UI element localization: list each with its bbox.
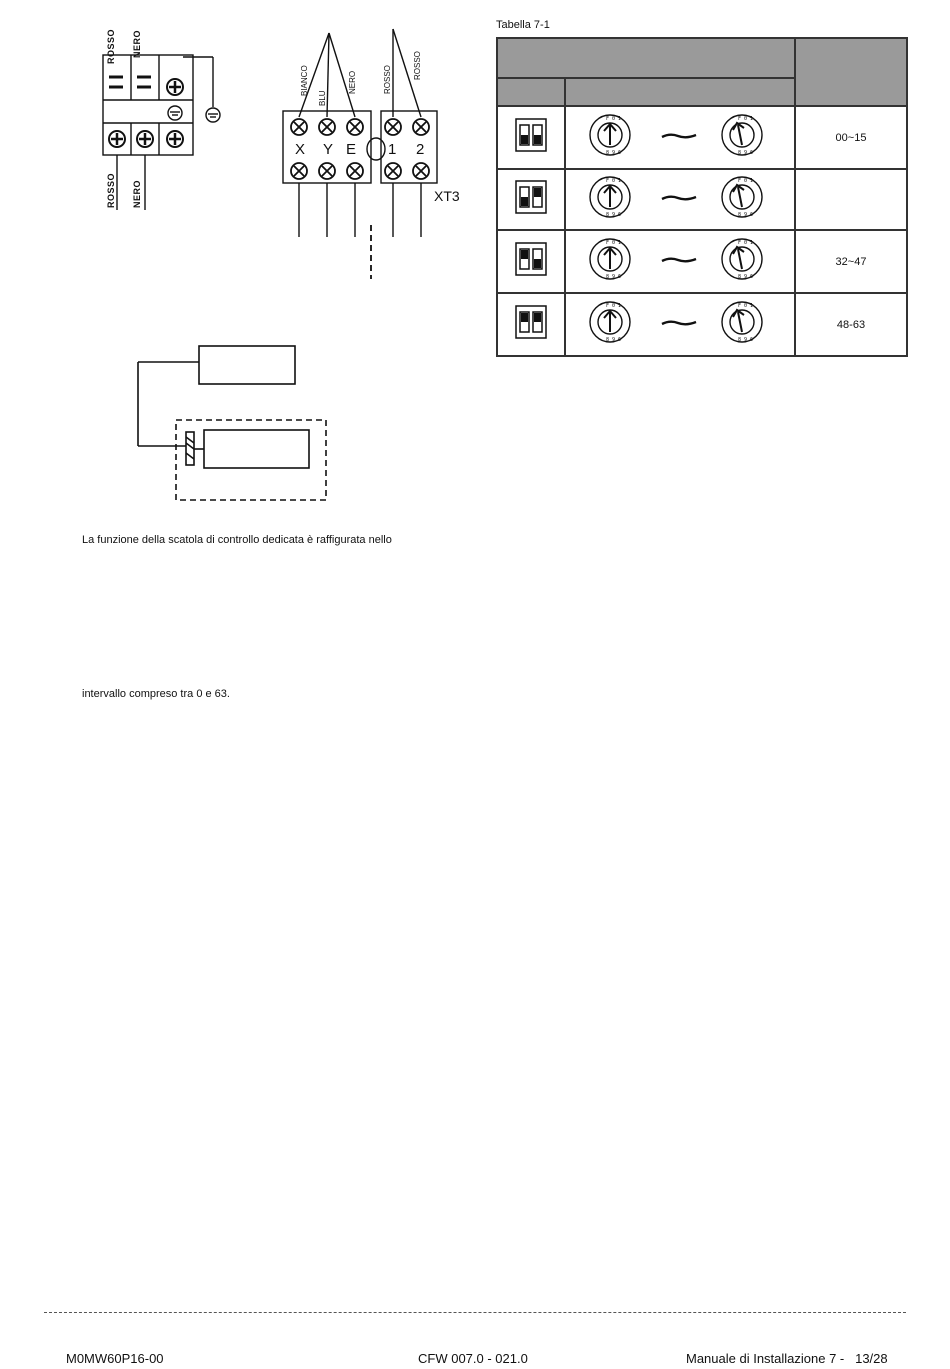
rotary-cell: F 0 1 F 0 1 8 9 6 8 9 6 [564,292,796,357]
svg-text:8 9 6: 8 9 6 [606,274,621,280]
dip-switch-cell [495,105,567,170]
dip-switch-icon [515,118,547,152]
xt3-terminal-diagram [282,28,438,279]
label-nero-bottom: NERO [132,179,142,208]
svg-text:8 9 6: 8 9 6 [738,337,753,343]
svg-text:F 0 1: F 0 1 [738,178,753,184]
rotary-cell: F 0 1 F 0 1 8 9 6 8 9 6 [564,168,796,231]
svg-text:F 0 1: F 0 1 [606,116,621,122]
footer-doc-code: M0MW60P16-00 [66,1351,164,1366]
svg-text:F 0 1: F 0 1 [606,303,621,309]
svg-text:F 0 1: F 0 1 [738,303,753,309]
dip-switch-icon [515,242,547,276]
label-rosso-top: ROSSO [106,28,116,64]
dip-switch-cell [495,168,567,231]
terminal-letter-x: X [295,141,306,158]
svg-text:F 0 1: F 0 1 [738,116,753,122]
table-row: F 0 1 F 0 1 8 9 6 8 9 6 32~47 [495,229,908,294]
wire-label-bianco: BIANCO [300,65,309,96]
terminal-letter-2: 2 [416,141,425,158]
svg-text:8 9 6: 8 9 6 [606,212,621,218]
svg-text:8 9 6: 8 9 6 [738,274,753,280]
footer-divider [44,1312,906,1313]
footer-model-range: CFW 007.0 - 021.0 [418,1351,528,1366]
svg-text:8 9 6: 8 9 6 [606,337,621,343]
table-header-dip [495,77,567,107]
footer-page-info: Manuale di Installazione 7 - 13/28 [686,1351,888,1366]
body-paragraph-1: La funzione della scatola di controllo d… [82,534,392,546]
dip-switch-icon [515,305,547,339]
table-row: F 0 1 F 0 1 8 9 6 8 9 6 [495,168,908,231]
range-cell: 48-63 [794,292,908,357]
dip-switch-cell [495,292,567,357]
svg-text:8 9 6: 8 9 6 [738,150,753,156]
dip-switch-icon [515,180,547,214]
range-cell: 00~15 [794,105,908,170]
wire-label-rosso-2: ROSSO [413,51,422,80]
wire-label-nero: NERO [348,70,357,94]
svg-text:F 0 1: F 0 1 [606,178,621,184]
svg-text:8 9 6: 8 9 6 [738,212,753,218]
rotary-cell: F 0 1 F 0 1 8 9 6 8 9 6 [564,105,796,170]
table-header-main [496,37,796,79]
label-nero-top: NERO [132,29,142,58]
label-rosso-bottom: ROSSO [106,172,116,208]
wire-label-rosso-1: ROSSO [383,65,392,94]
block-name-xt3: XT3 [434,188,460,204]
range-cell: 32~47 [794,229,908,294]
body-paragraph-2: intervallo compreso tra 0 e 63. [82,688,230,700]
address-table: F 0 1 F 0 1 8 9 6 8 9 6 00~15 F 0 1 F 0 1 8 9… [495,37,908,357]
rotary-switch-pair-icon: F 0 1 F 0 1 8 9 6 8 9 6 [589,114,764,156]
wire-label-blu: BLU [318,90,327,106]
table-header-rotary [564,77,796,107]
terminal-letter-y: Y [323,141,334,158]
svg-text:F 0 1: F 0 1 [606,240,621,246]
power-terminal-diagram [102,54,221,210]
table-header-range [794,37,908,107]
table-row: F 0 1 F 0 1 8 9 6 8 9 6 00~15 [495,105,908,170]
table-row: F 0 1 F 0 1 8 9 6 8 9 6 48-63 [495,292,908,357]
rotary-switch-pair-icon: F 0 1 F 0 1 8 9 6 8 9 6 [589,176,764,218]
terminal-letter-e: E [346,141,357,158]
svg-text:8 9 6: 8 9 6 [606,150,621,156]
rotary-cell: F 0 1 F 0 1 8 9 6 8 9 6 [564,229,796,294]
rotary-switch-pair-icon: F 0 1 F 0 1 8 9 6 8 9 6 [589,238,764,280]
terminal-letter-1: 1 [388,141,397,158]
control-box-diagram [137,345,327,501]
dip-switch-cell [495,229,567,294]
rotary-switch-pair-icon: F 0 1 F 0 1 8 9 6 8 9 6 [589,301,764,343]
range-cell [794,168,908,231]
table-caption: Tabella 7-1 [496,19,550,31]
svg-text:F 0 1: F 0 1 [738,240,753,246]
